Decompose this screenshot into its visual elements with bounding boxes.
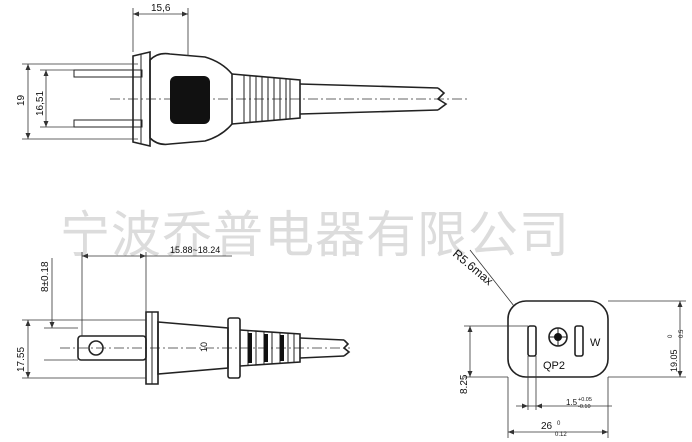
dim-top-width: 15,6 xyxy=(151,3,171,14)
dim-face-offset: 8.25 xyxy=(459,374,470,394)
dim-slot-width: 1.5 xyxy=(566,398,578,407)
dim-side-center: 10 xyxy=(199,342,209,352)
dim-slot-width-tol-upper: +0.05 xyxy=(578,397,592,403)
company-watermark: 宁波乔普电器有限公司 xyxy=(60,206,570,264)
side-view-plug xyxy=(60,311,351,385)
side-view-dimensions: 15.88~18.24 8±0.18 17.55 10 xyxy=(16,245,232,379)
dim-side-blade-gap: 8±0.18 xyxy=(40,261,51,292)
dim-side-height: 17.55 xyxy=(16,347,27,372)
dim-slot-width-tol-lower: -0.10 xyxy=(578,404,591,410)
face-model-label: QP2 xyxy=(543,360,565,372)
top-view-plug xyxy=(73,50,470,148)
dim-side-length: 15.88~18.24 xyxy=(170,245,220,255)
face-view-plug: QP2 W xyxy=(507,300,609,378)
top-view-dimensions: 15,6 19 16,51 xyxy=(16,3,189,140)
dim-face-height-tol-upper: 0 xyxy=(668,334,674,338)
dim-top-height-outer: 19 xyxy=(16,94,27,106)
dim-face-height: 19.05 xyxy=(669,349,679,372)
dim-top-height-inner: 16,51 xyxy=(35,91,46,116)
dim-face-width-tol-upper: 0 xyxy=(557,421,561,427)
face-wide-pin-label: W xyxy=(590,337,601,349)
dim-face-width: 26 xyxy=(541,421,553,432)
face-view-dimensions: R5.6max 19.05 0 0.5 8.25 1.5 +0.05 -0.10… xyxy=(450,247,686,438)
dim-face-width-tol-lower: 0.12 xyxy=(555,432,567,438)
dim-face-height-tol-lower: 0.5 xyxy=(679,329,685,338)
